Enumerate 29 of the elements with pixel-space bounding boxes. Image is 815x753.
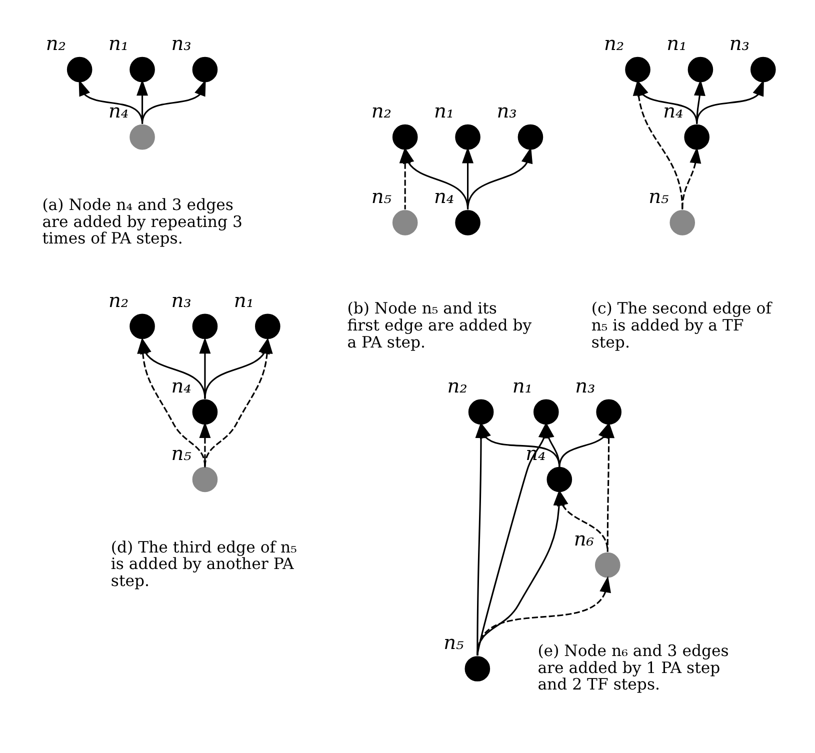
node-label: n₃ [171, 288, 192, 312]
node-label: n₄ [434, 184, 454, 208]
node-label: n₅ [171, 441, 192, 464]
node-label: n₃ [575, 374, 596, 397]
node-label: n₂ [447, 374, 468, 397]
node-label: n₁ [108, 32, 129, 55]
node-label: n₃ [729, 32, 750, 55]
node-label: n₄ [108, 99, 129, 122]
label: (b) Node n₅ and its first edge are added by a PA step. [347, 298, 532, 351]
node-label: n₁ [234, 288, 254, 312]
label: (a) Node n₄ and 3 edges are added by repeating 3 times of PA steps. [42, 194, 242, 248]
node-label: n₁ [434, 99, 454, 122]
label: (e) Node n₆ and 3 edges are added by 1 PA step and 2 TF steps. [538, 640, 729, 694]
node-label: n₅ [444, 630, 464, 654]
node-label: n₃ [496, 99, 517, 122]
node-label: n₅ [371, 184, 392, 208]
node-label: n₂ [46, 32, 66, 55]
node-label: n₄ [171, 374, 192, 397]
label: (c) The second edge of n₅ is added by a TF step. [591, 298, 772, 351]
node-label: n₁ [666, 32, 687, 55]
node-label: n₃ [171, 32, 192, 55]
node-label: n₁ [512, 374, 533, 397]
node-label: n₂ [371, 99, 392, 122]
label: (d) The third edge of n₅ is added by another PA step. [110, 536, 297, 590]
node-label: n₅ [648, 184, 669, 208]
node-label: n₆ [574, 527, 594, 550]
node-label: n₄ [663, 99, 684, 122]
node-label: n₂ [604, 32, 624, 55]
node-label: n₂ [108, 288, 129, 312]
